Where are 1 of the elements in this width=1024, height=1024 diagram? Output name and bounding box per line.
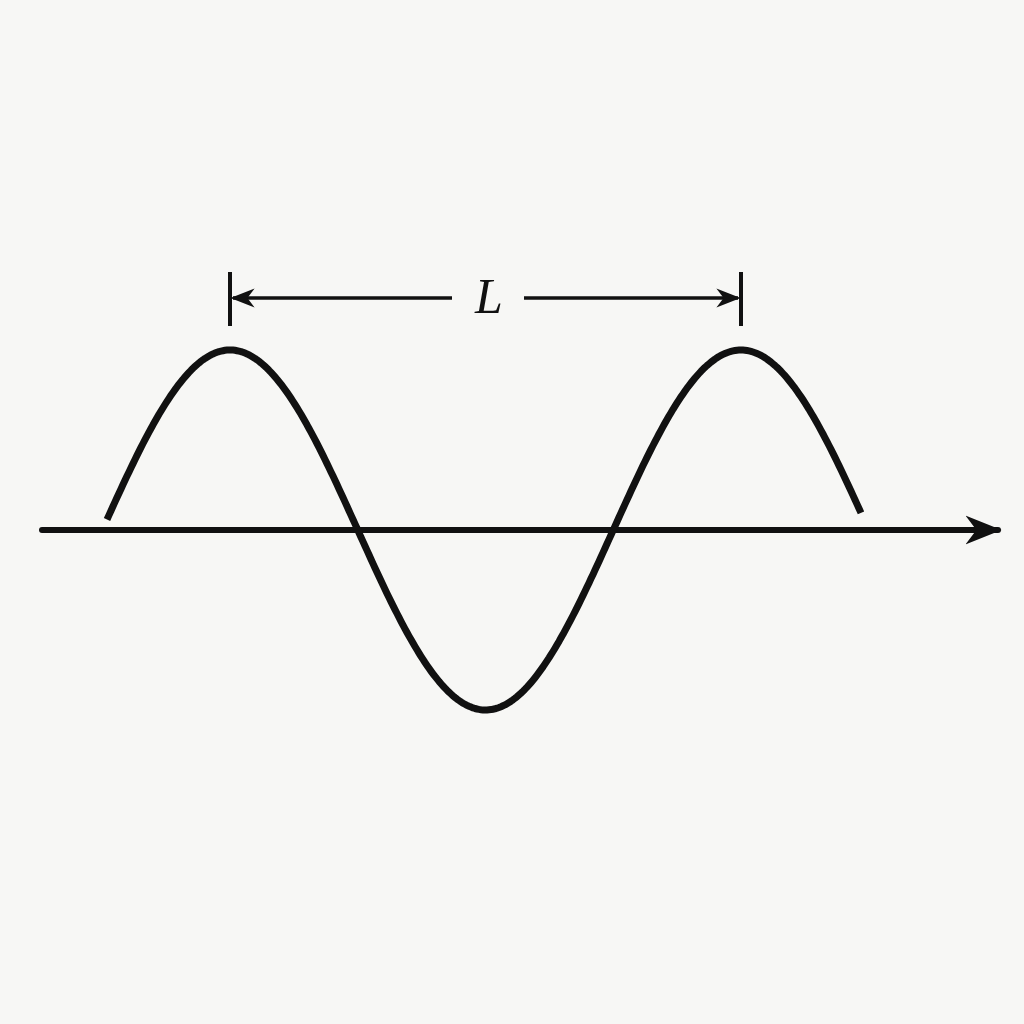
dimension-label: L: [475, 271, 503, 321]
